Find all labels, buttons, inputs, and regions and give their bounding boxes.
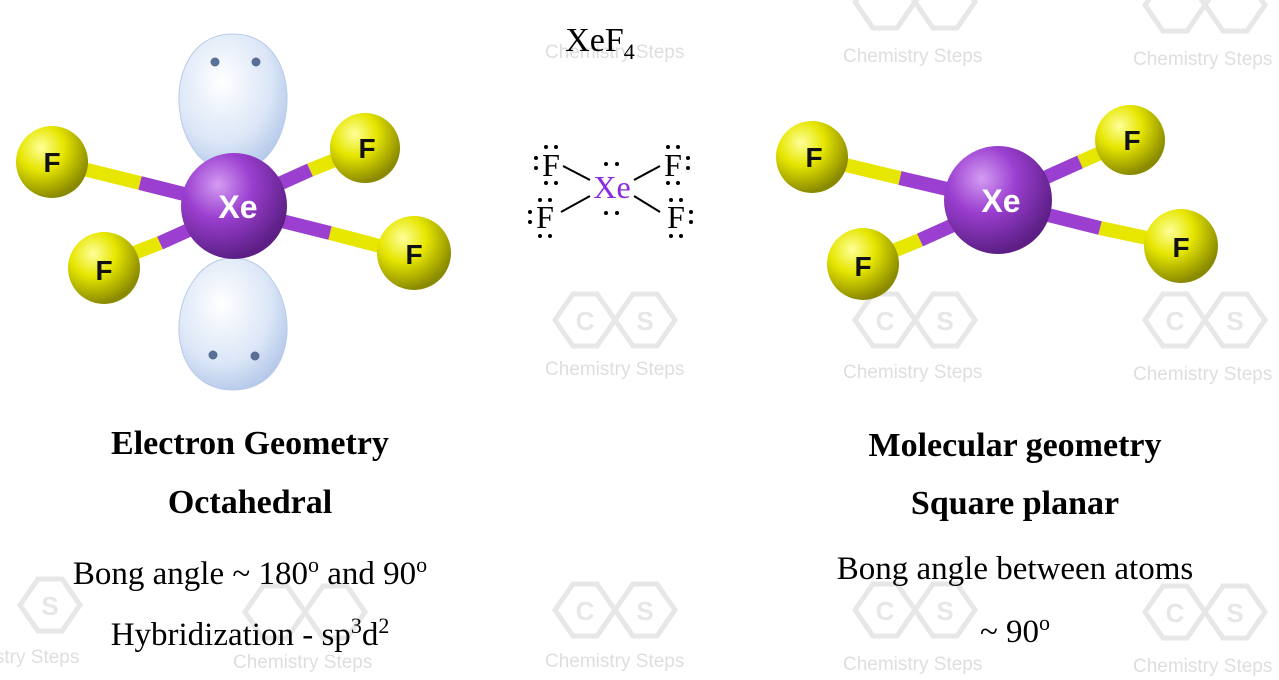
watermark-text: Chemistry Steps	[545, 651, 684, 672]
svg-text:S: S	[636, 596, 653, 626]
svg-text:C: C	[1166, 598, 1185, 628]
svg-text:F: F	[1172, 232, 1189, 263]
electron-geometry-model: F F F Xe F	[16, 33, 451, 391]
watermark-logo: C S	[551, 581, 679, 639]
watermark-logo	[851, 0, 979, 31]
svg-text:S: S	[936, 596, 953, 626]
watermark-logo: C S	[851, 291, 979, 349]
watermark-logo: C S	[1141, 291, 1269, 349]
hybridization: Hybridization - sp3d2	[110, 613, 390, 653]
fluorine-atom: F	[776, 121, 848, 193]
lewis-structure: Xe F F F F	[528, 145, 693, 238]
molecular-bond-angle-line: Bong angle between atoms	[836, 551, 1194, 587]
svg-text:Xe: Xe	[218, 189, 257, 225]
watermark-text: Chemistry Steps	[1133, 49, 1272, 70]
watermark-text: Chemistry Steps	[1133, 656, 1272, 677]
lewis-xenon: Xe	[593, 169, 630, 205]
fluorine-atom: F	[330, 113, 400, 183]
formula-subscript: 4	[623, 38, 635, 64]
svg-text:F: F	[1123, 125, 1140, 156]
watermark-logo: C S	[851, 581, 979, 639]
lewis-fluorine: F	[667, 199, 685, 235]
lone-pair-bottom	[178, 257, 288, 391]
watermark-logo: C S	[1141, 583, 1269, 641]
lone-pair-electron	[250, 351, 260, 361]
svg-text:F: F	[358, 133, 375, 164]
svg-text:F: F	[95, 255, 112, 286]
lone-pair-electron	[208, 350, 218, 360]
lone-pair-electron	[251, 57, 261, 67]
fluorine-atom: F	[827, 228, 899, 300]
svg-text:S: S	[1226, 598, 1243, 628]
molecular-geometry-model: F F F Xe F	[776, 105, 1218, 300]
lone-pair-electron	[210, 57, 220, 67]
fluorine-atom: F	[377, 216, 451, 290]
watermark-logo: C S	[551, 291, 679, 349]
xenon-atom: Xe	[944, 146, 1052, 254]
fluorine-atom: F	[1144, 209, 1218, 283]
formula-title: XeF4	[540, 22, 660, 65]
watermark-logo	[241, 583, 369, 641]
watermark-logo: S	[16, 576, 84, 634]
watermark-text: Chemistry Steps	[545, 359, 684, 380]
svg-text:S: S	[41, 591, 58, 621]
fluorine-atom: F	[68, 232, 140, 304]
svg-text:F: F	[43, 147, 60, 178]
svg-text:C: C	[576, 306, 595, 336]
formula-main: XeF	[565, 22, 624, 59]
lewis-fluorine: F	[536, 199, 554, 235]
fluorine-atom: F	[1095, 105, 1165, 175]
watermark-logo	[1141, 0, 1269, 34]
fluorine-atom: F	[16, 126, 88, 198]
molecular-geometry-shape: Square planar	[910, 485, 1120, 522]
xenon-atom: Xe	[181, 153, 287, 259]
lewis-fluorine: F	[664, 147, 682, 183]
watermark-text: Chemistry Steps	[843, 654, 982, 675]
watermark-text: Chemistry Steps	[545, 42, 684, 63]
svg-text:C: C	[576, 596, 595, 626]
molecular-geometry-heading: Molecular geometry	[868, 427, 1162, 464]
watermark-text: Chemistry Steps	[843, 46, 982, 67]
watermark-text: Chemistry Steps	[233, 652, 372, 673]
electron-geometry-heading: Electron Geometry	[111, 425, 389, 462]
lewis-fluorine: F	[542, 147, 560, 183]
watermark-text: Chemistry Steps	[843, 362, 982, 383]
svg-text:Xe: Xe	[981, 183, 1020, 219]
svg-text:C: C	[876, 306, 895, 336]
svg-text:S: S	[936, 306, 953, 336]
watermark-text: Chemistry Steps	[1133, 364, 1272, 385]
molecular-bond-angle-value: ~ 90o	[979, 610, 1051, 650]
svg-text:C: C	[1166, 306, 1185, 336]
svg-text:C: C	[876, 596, 895, 626]
svg-text:F: F	[854, 251, 871, 282]
electron-geometry-shape: Octahedral	[167, 484, 333, 521]
watermark-text: Chemistry Steps	[0, 647, 79, 668]
svg-text:S: S	[636, 306, 653, 336]
electron-geometry-bond-angle: Bong angle ~ 180o and 90o	[72, 552, 428, 592]
svg-text:S: S	[1226, 306, 1243, 336]
lone-pair-top	[178, 33, 288, 171]
lone-pair-dots	[528, 145, 693, 238]
svg-text:F: F	[405, 239, 422, 270]
svg-text:F: F	[805, 142, 822, 173]
